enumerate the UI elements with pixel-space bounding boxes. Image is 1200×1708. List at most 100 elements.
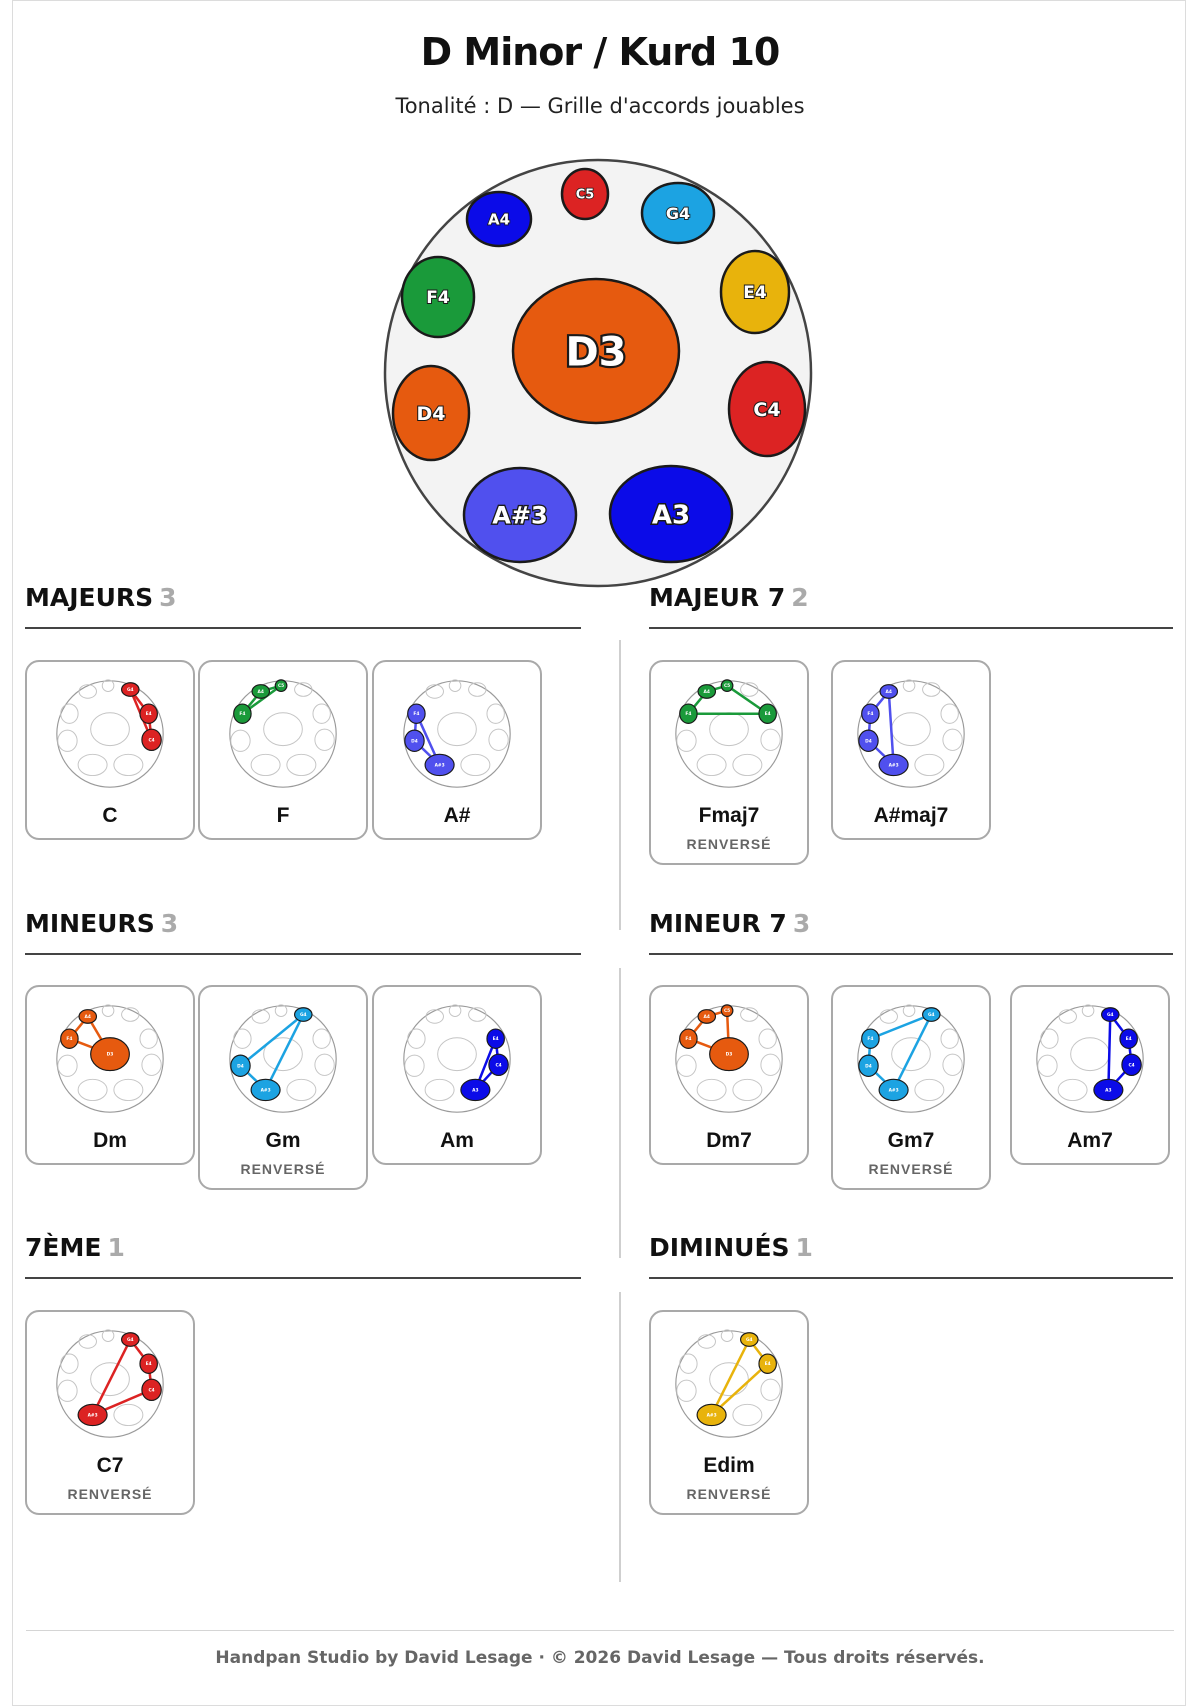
chord-note-d4: D4: [230, 1054, 251, 1077]
svg-text:A4: A4: [258, 689, 264, 695]
note-field-e4[interactable]: E4: [719, 249, 791, 335]
svg-text:D4: D4: [411, 738, 418, 744]
section-title: DIMINUÉS: [649, 1233, 790, 1262]
note-field-d3[interactable]: D3: [511, 277, 681, 425]
chord-note-asharp3: A#3: [77, 1403, 108, 1427]
footer-text: Handpan Studio by David Lesage · © 2026 …: [215, 1648, 985, 1668]
chord-note-d4: D4: [858, 1054, 879, 1077]
svg-text:G4: G4: [928, 1012, 935, 1018]
note-field-d4[interactable]: D4: [391, 364, 471, 462]
chord-name: Edim: [703, 1454, 755, 1477]
chord-note-asharp3: A#3: [696, 1403, 727, 1427]
note-field-c4[interactable]: C4: [727, 360, 807, 458]
chord-note-d4: D4: [858, 729, 879, 752]
note-field-c5[interactable]: C5: [560, 167, 610, 221]
chord-note-a3: A3: [460, 1078, 491, 1102]
svg-text:G4: G4: [127, 1337, 134, 1343]
chord-note-e4: E4: [486, 1028, 505, 1049]
svg-text:D3: D3: [726, 1052, 733, 1058]
svg-text:A3: A3: [472, 1087, 478, 1093]
note-label: A3: [652, 500, 690, 530]
svg-text:E4: E4: [765, 711, 771, 717]
chord-note-g4: G4: [121, 1332, 140, 1347]
note-label: D4: [417, 403, 446, 425]
footer-divider: [26, 1630, 1174, 1631]
chord-note-c5: C5: [720, 679, 734, 693]
svg-text:A4: A4: [704, 689, 710, 695]
section-divider: [649, 1277, 1173, 1279]
section-title: MAJEUR 7: [649, 583, 786, 612]
svg-text:A4: A4: [85, 1014, 91, 1020]
svg-text:G4: G4: [1107, 1012, 1114, 1018]
chord-note-e4: E4: [758, 1353, 777, 1374]
note-label: G4: [666, 204, 690, 223]
svg-text:A#3: A#3: [889, 762, 899, 768]
section-divider: [25, 627, 581, 629]
chord-note-a4: A4: [879, 684, 899, 699]
section-title: 7ÈME: [25, 1233, 102, 1262]
note-field-asharp3[interactable]: A#3: [462, 466, 578, 564]
chord-name: Gm7: [887, 1129, 935, 1152]
chord-note-a4: A4: [78, 1009, 98, 1024]
chord-note-c4: C4: [141, 1378, 162, 1402]
svg-text:A3: A3: [1105, 1087, 1111, 1093]
column-divider: [619, 968, 621, 1258]
chord-note-f4: F4: [60, 1028, 79, 1049]
note-label: C4: [753, 399, 780, 421]
svg-text:C4: C4: [148, 1387, 154, 1393]
note-field-a4[interactable]: A4: [465, 190, 533, 248]
svg-text:C4: C4: [1128, 1062, 1134, 1068]
chord-name: C7: [96, 1454, 124, 1477]
chord-note-g4: G4: [1101, 1007, 1120, 1022]
note-label: D3: [565, 329, 626, 375]
svg-text:A4: A4: [704, 1014, 710, 1020]
svg-text:G4: G4: [300, 1012, 307, 1018]
note-field-g4[interactable]: G4: [640, 181, 716, 245]
svg-text:E4: E4: [1126, 1036, 1132, 1042]
section-count: 3: [160, 909, 179, 938]
section-title: MINEURS: [25, 909, 155, 938]
chord-note-g4: G4: [121, 682, 140, 697]
svg-text:A#3: A#3: [435, 762, 445, 768]
svg-text:E4: E4: [493, 1036, 499, 1042]
chord-note-f4: F4: [233, 703, 252, 724]
section-divider: [25, 953, 581, 955]
note-field-f4[interactable]: F4: [400, 255, 476, 339]
chord-note-asharp3: A#3: [878, 753, 909, 777]
svg-text:A4: A4: [886, 689, 892, 695]
page-title: D Minor / Kurd 10: [420, 30, 781, 74]
section-count: 1: [795, 1233, 813, 1262]
chord-name: C: [102, 804, 118, 827]
svg-text:A#3: A#3: [707, 1412, 717, 1418]
chord-note-a4: A4: [251, 684, 271, 699]
column-divider: [619, 640, 621, 930]
note-field-a3[interactable]: A3: [608, 464, 734, 564]
chord-note-f4: F4: [861, 703, 880, 724]
column-divider: [619, 1292, 621, 1582]
chord-note-c4: C4: [1121, 1053, 1142, 1077]
chord-note-f4: F4: [679, 1028, 698, 1049]
section-divider: [649, 953, 1173, 955]
